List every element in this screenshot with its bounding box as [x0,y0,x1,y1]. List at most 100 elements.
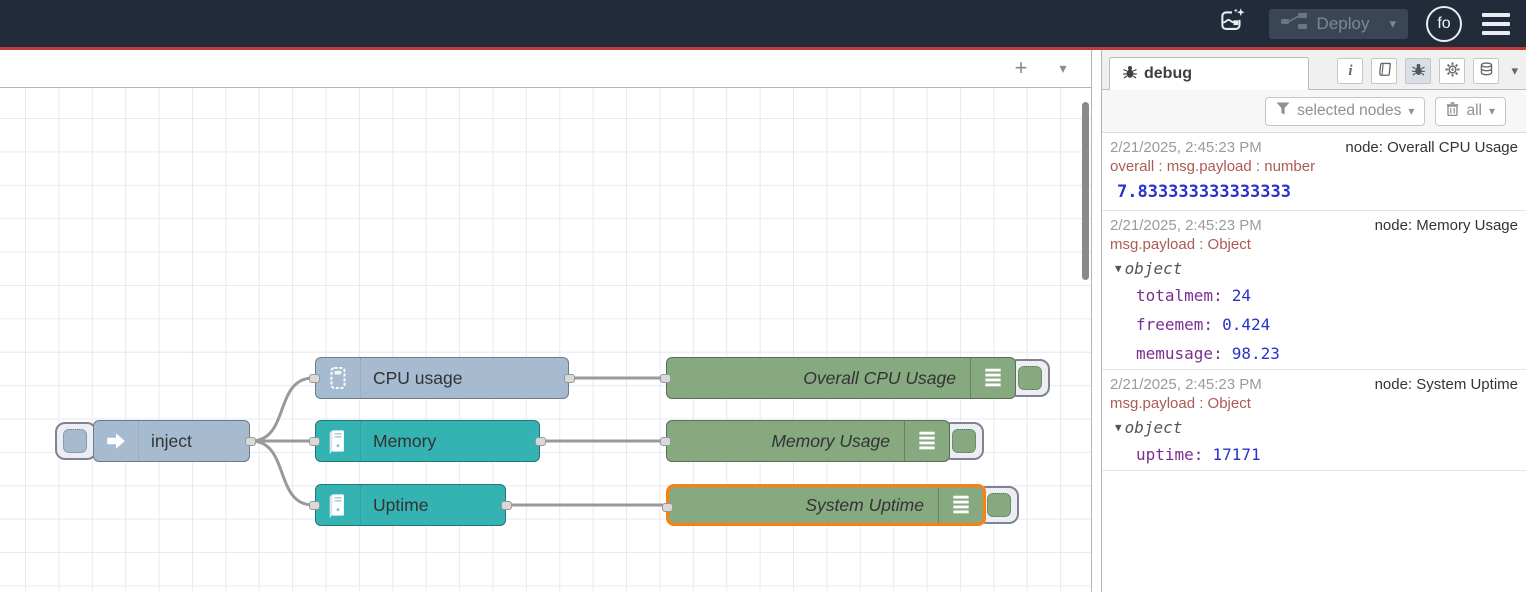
output-port[interactable] [564,374,575,383]
debug-lines-icon [970,358,1015,398]
trash-icon [1446,101,1459,121]
wire-inject-cpu[interactable] [250,376,314,443]
header-bar: Deploy ▾ fo [0,0,1526,50]
clear-label: all [1466,102,1482,119]
canvas-vertical-scrollbar[interactable] [1082,102,1089,280]
property-key: uptime: [1136,445,1204,464]
property-value: 0.424 [1222,315,1271,334]
output-port[interactable] [535,437,546,446]
output-port[interactable] [245,437,256,446]
object-label[interactable]: object [1124,418,1183,437]
input-port[interactable] [660,374,671,383]
flow-tab-bar: + ▾ [0,50,1091,88]
filter-caret-icon: ▾ [1408,104,1415,118]
property-key: freemem: [1136,315,1214,334]
node-label: Overall CPU Usage [803,367,956,388]
tab-debug-mini[interactable] [1405,58,1432,84]
flow-list-caret-icon[interactable]: ▾ [1059,59,1067,76]
property-value: 98.23 [1231,344,1280,363]
gear-icon [1445,61,1460,81]
sidebar-collapse-caret-icon[interactable]: ▾ [1511,63,1518,78]
book-icon [1377,62,1392,81]
filter-label: selected nodes [1297,102,1402,119]
deploy-icon [1280,12,1307,35]
bug-icon [1411,62,1426,81]
tab-config[interactable] [1439,58,1466,84]
node-label: Uptime [373,494,429,515]
collapse-caret-icon[interactable]: ▼ [1115,421,1122,434]
input-port[interactable] [309,501,320,510]
message-timestamp: 2/21/2025, 2:45:23 PM [1110,217,1262,234]
assistant-button[interactable] [1213,5,1251,43]
node-uptime[interactable]: Uptime [309,484,512,526]
inject-arrow-icon [94,421,139,461]
input-port[interactable] [660,437,671,446]
node-inject[interactable]: inject [93,420,256,462]
message-timestamp: 2/21/2025, 2:45:23 PM [1110,139,1262,156]
node-debug-system-uptime[interactable]: System Uptime [662,484,986,526]
message-property-type: msg.payload : Object [1110,236,1251,253]
flow-canvas[interactable]: inject CPU usage [0,88,1091,591]
server-icon [316,485,361,525]
node-memory[interactable]: Memory [309,420,546,462]
message-source-node[interactable]: node: Memory Usage [1374,217,1518,234]
node-label: inject [151,430,192,451]
input-port[interactable] [662,503,673,512]
message-timestamp: 2/21/2025, 2:45:23 PM [1110,376,1262,393]
message-value-number[interactable]: 7.833333333333333 [1117,182,1291,202]
node-label: CPU usage [373,367,463,388]
object-label[interactable]: object [1124,259,1183,278]
tab-context[interactable] [1473,58,1500,84]
debug-message-list: 2/21/2025, 2:45:23 PM node: Overall CPU … [1102,133,1526,471]
user-avatar[interactable]: fo [1426,5,1462,42]
add-flow-button[interactable]: + [1014,55,1028,80]
node-cpu-usage[interactable]: CPU usage [309,357,575,399]
deploy-button[interactable]: Deploy ▾ [1268,8,1408,39]
property-key: memusage: [1136,344,1223,363]
node-label: Memory Usage [771,430,890,451]
inject-trigger-button[interactable] [55,422,97,460]
deploy-caret-icon[interactable]: ▾ [1389,15,1396,31]
debug-message: 2/21/2025, 2:45:23 PM node: Overall CPU … [1102,133,1526,211]
node-debug-overall-cpu[interactable]: Overall CPU Usage [660,357,1016,399]
deploy-label: Deploy [1316,13,1370,33]
collapse-caret-icon[interactable]: ▼ [1115,262,1122,275]
tab-debug[interactable]: debug [1109,57,1309,90]
message-source-node[interactable]: node: Overall CPU Usage [1345,139,1518,156]
property-key: totalmem: [1136,286,1223,305]
input-port[interactable] [309,437,320,446]
object-property: freemem: 0.424 [1110,307,1518,336]
message-source-node[interactable]: node: System Uptime [1374,376,1518,393]
main-menu-button[interactable] [1480,9,1512,39]
wire-inject-uptime[interactable] [250,439,314,507]
info-icon: i [1348,62,1353,79]
output-port[interactable] [501,501,512,510]
hamburger-icon [1482,12,1510,17]
debug-message: 2/21/2025, 2:45:23 PM node: System Uptim… [1102,370,1526,471]
node-label: System Uptime [805,494,924,515]
object-property: uptime:17171 [1110,437,1518,466]
bug-icon [1122,64,1138,85]
tab-debug-label: debug [1144,65,1192,82]
debug-message: 2/21/2025, 2:45:23 PM node: Memory Usage… [1102,211,1526,370]
node-label: Memory [373,430,437,451]
debug-clear-button[interactable]: all ▾ [1435,96,1506,126]
sidebar-tab-bar: debug i [1102,50,1526,90]
node-debug-memory-usage[interactable]: Memory Usage [660,420,950,462]
message-property-type: msg.payload : Object [1110,395,1251,412]
funnel-icon [1276,102,1290,120]
object-property: memusage: 98.23 [1110,336,1518,365]
tab-help[interactable] [1371,58,1398,84]
debug-lines-icon [938,487,983,523]
sidebar: debug i [1101,50,1526,592]
debug-filter-button[interactable]: selected nodes ▾ [1265,96,1426,126]
debug-toolbar: selected nodes ▾ all ▾ [1102,90,1526,133]
cpu-chip-icon [316,358,361,398]
wires-layer [250,376,665,507]
clear-caret-icon: ▾ [1488,104,1495,118]
tab-info[interactable]: i [1337,58,1364,84]
input-port[interactable] [309,374,320,383]
database-icon [1479,61,1494,81]
property-value: 24 [1231,286,1251,305]
